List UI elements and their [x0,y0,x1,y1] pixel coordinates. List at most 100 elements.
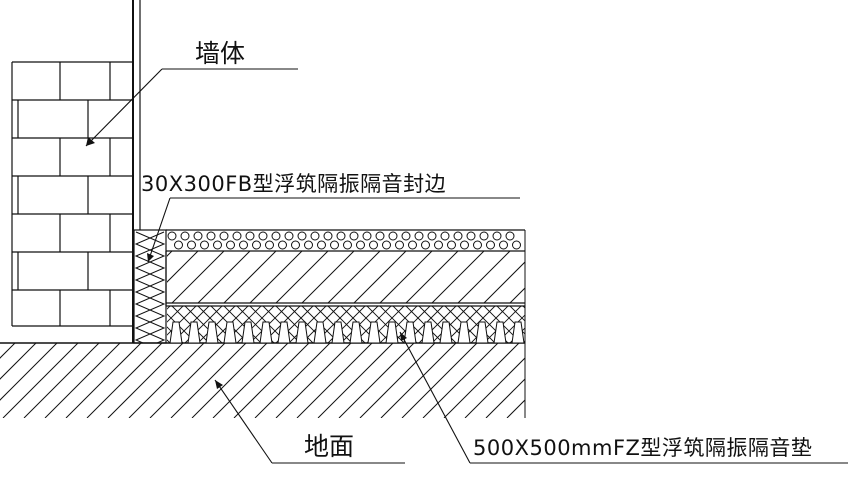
ground-hatch-line [338,343,415,418]
pad-tooth [223,321,237,344]
bead [174,240,183,250]
screed-hatch-line [379,251,433,303]
ground-hatch-line [485,378,525,418]
ground-hatch-line [191,343,268,418]
screed-hatch-line [483,261,525,303]
bead [239,240,248,250]
bead [427,231,437,241]
bead [167,231,177,241]
bead [479,231,489,241]
pad-leader [399,331,848,464]
ground-label: 地面 [304,432,354,461]
bead [401,231,411,241]
bead [382,240,391,250]
bead [453,231,463,241]
ground-hatch-line [296,343,373,418]
ground-hatch-line [170,343,247,418]
pad-hatch-line [457,306,496,343]
pad-tooth [187,321,201,344]
bead [460,240,469,250]
pad-hatch-line [120,306,157,343]
edge-strip [133,229,167,344]
pad-tooth [421,321,435,344]
screed-hatch-line [536,251,588,303]
screed-hatch-line [457,251,511,303]
ground-hatch-line [359,343,436,418]
pad-tooth [205,321,219,344]
ground-hatch-line [443,343,520,418]
ground-hatch-line [86,343,163,418]
bead [512,240,521,250]
bead [245,231,255,241]
bead [343,240,352,250]
pad-tooth [169,321,183,344]
ground-hatch-line [2,343,79,418]
bead [187,240,196,250]
screed-hatch-line [431,251,485,303]
pad-tooth [439,321,453,344]
ground-hatch-line [44,343,121,418]
bead [492,231,502,241]
screed-hatch-line [223,251,277,303]
bead [206,231,216,241]
bead [421,240,430,250]
bead [271,231,281,241]
ground-hatch-line [149,343,226,418]
bead [265,240,274,250]
pad-tooth [259,321,273,344]
screed-hatch-line [171,251,225,303]
isolation-pad [120,306,586,344]
bead [362,231,372,241]
screed-hatch-line [509,287,525,303]
bead [473,240,482,250]
pad-hatch-line [536,306,573,343]
bead [219,231,229,241]
ground-hatch-line [422,343,499,418]
pad-hatch-line [509,306,525,322]
pad-hatch-line [522,306,525,309]
pad-tooth [367,321,381,344]
pad-tooth [403,321,417,344]
bead [193,231,203,241]
bead [232,231,242,241]
pad-hatch-line [167,306,184,323]
bead [447,240,456,250]
edge-strip-label: 30X300FB型浮筑隔振隔音封边 [141,172,446,196]
ground-hatch-line [549,343,624,418]
bead [505,231,515,241]
bead [226,240,235,250]
bead [369,240,378,250]
pad-hatch-line [549,306,586,343]
edge-strip-leader [147,197,520,263]
bead [213,240,222,250]
ground-hatch-line [528,343,603,418]
ground-hatch-line [254,343,331,418]
edge-zigzag-line [148,231,166,343]
bead [356,240,365,250]
top-isolation-layer [166,229,525,252]
ground-hatch-line [317,343,394,418]
bead [336,231,346,241]
bead [395,240,404,250]
bead [304,240,313,250]
bead [291,240,300,250]
screed-hatch-line [249,251,303,303]
pad-label: 500X500mmFZ型浮筑隔振隔音垫 [473,436,812,460]
bead [499,240,508,250]
pad-tooth [241,321,255,344]
ground-slab [0,230,624,418]
ground-hatch-line [380,343,457,418]
ground-hatch-line [0,343,58,401]
ground-hatch-line [212,343,289,418]
bead [388,231,398,241]
pad-hatch-line [549,306,586,343]
ground-hatch-line [23,343,100,418]
pad-hatch-line [120,306,157,343]
bead [414,231,424,241]
pad-hatch-line [167,339,171,343]
bead [375,231,385,241]
pad-hatch-line [536,306,573,343]
pad-hatch-line [366,306,405,343]
pad-tooth [475,321,489,344]
